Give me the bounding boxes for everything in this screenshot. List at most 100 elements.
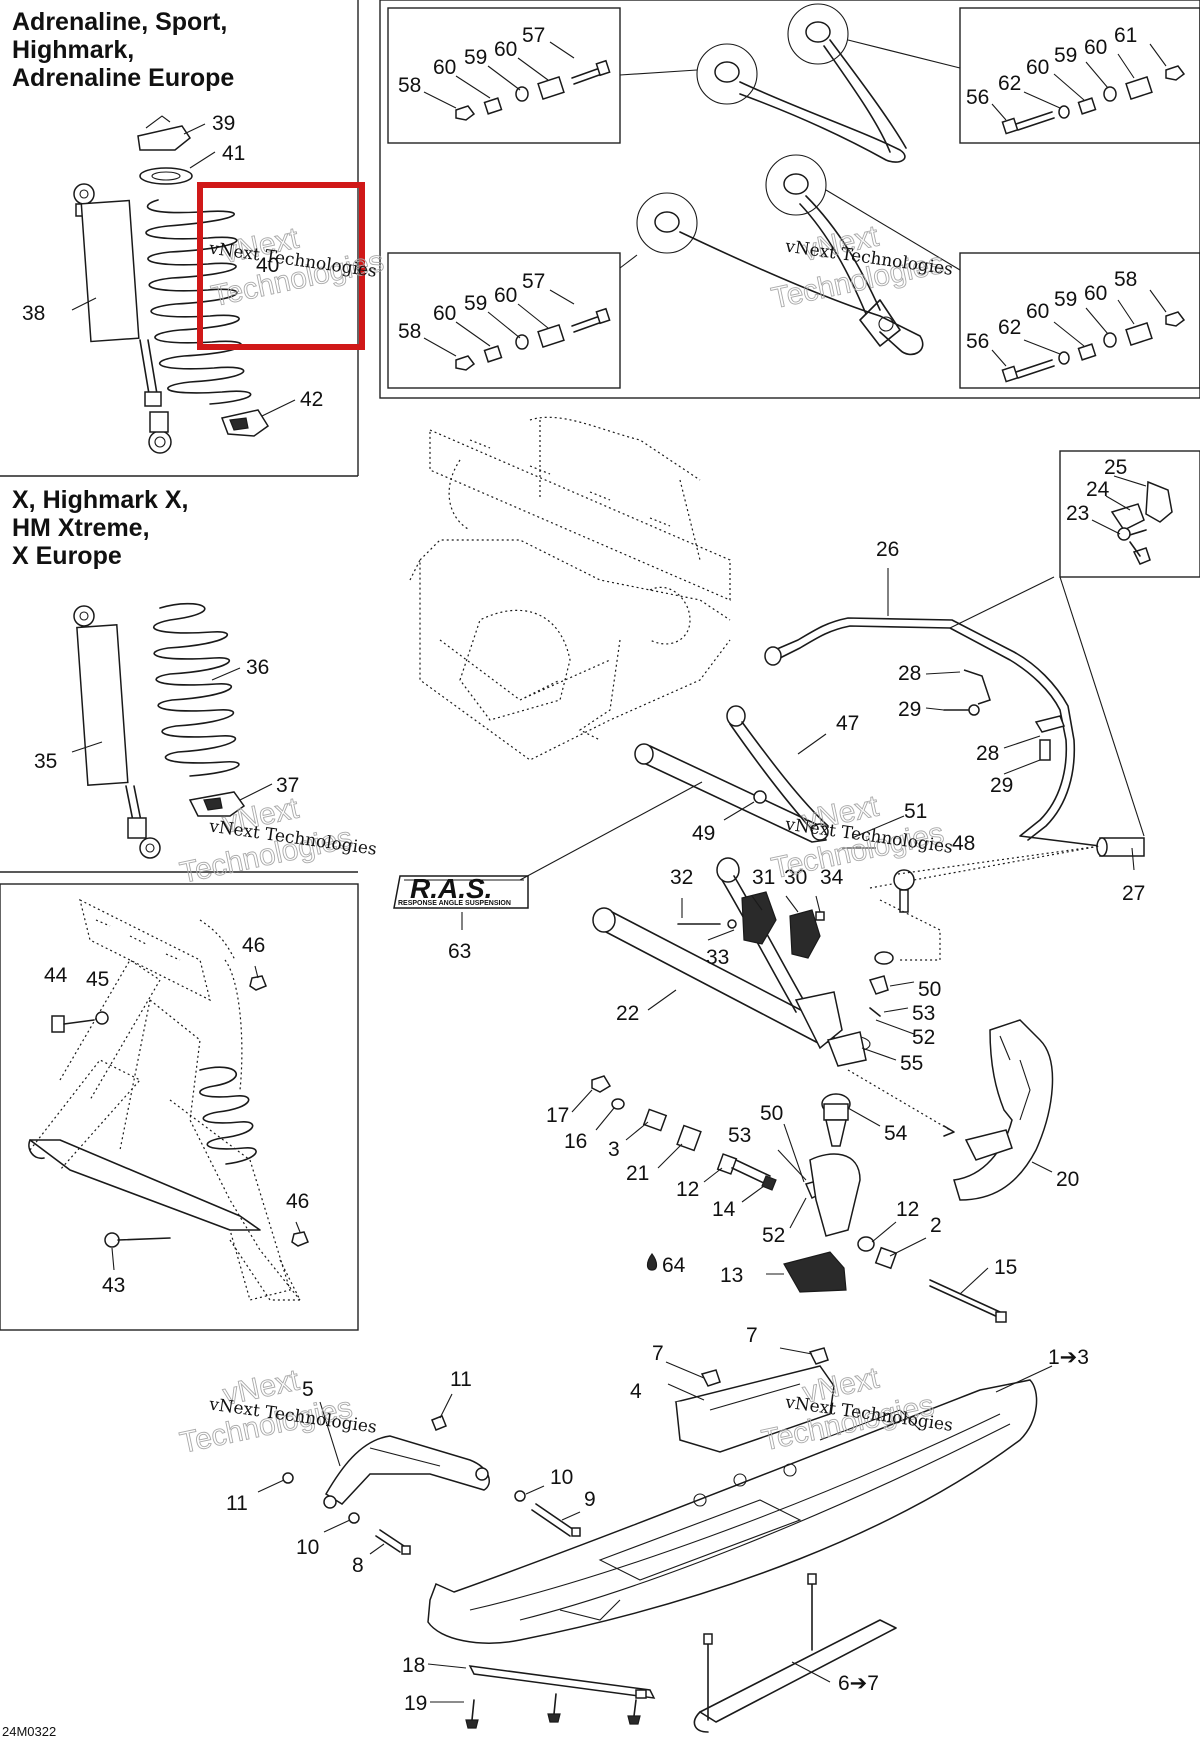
hardware-box-bottom-right	[1001, 311, 1186, 383]
bracket-23-24-25	[1110, 480, 1173, 565]
callout-tr-60-a: 60	[1026, 56, 1049, 79]
callout-43: 43	[102, 1274, 125, 1297]
callout-18: 18	[402, 1654, 425, 1677]
callout-24: 24	[1086, 478, 1110, 501]
callout-4: 4	[630, 1380, 642, 1403]
callout-tl-59: 59	[464, 46, 487, 69]
spring-stopper-42	[220, 409, 270, 437]
callout-52-a: 52	[912, 1026, 935, 1049]
spring-40	[145, 199, 252, 405]
callout-20: 20	[1056, 1168, 1079, 1191]
callout-36: 36	[246, 656, 269, 679]
callout-27: 27	[1122, 882, 1145, 905]
callout-br-60-b: 60	[1084, 282, 1107, 305]
pivot-leaders	[619, 39, 961, 271]
lower-arm-hardware	[861, 899, 941, 1061]
callout-47: 47	[836, 712, 859, 735]
callout-34: 34	[820, 866, 844, 889]
model-group-2-line-1: X, Highmark X,	[12, 486, 188, 514]
chassis-frame-dotted	[409, 416, 731, 761]
callout-30: 30	[784, 866, 807, 889]
callout-14: 14	[712, 1198, 736, 1221]
callout-16: 16	[564, 1130, 587, 1153]
ski-leg-20	[847, 1019, 1054, 1201]
callout-bl-60-b: 60	[494, 284, 517, 307]
callout-11-a: 11	[450, 1368, 472, 1391]
callout-10-b: 10	[296, 1536, 319, 1559]
hardware-box-top-left	[455, 59, 611, 121]
callout-53-a: 53	[912, 1002, 935, 1025]
callout-26: 26	[876, 538, 899, 561]
bolt-44	[51, 1015, 95, 1033]
callout-12-b: 12	[896, 1198, 919, 1221]
callout-49: 49	[692, 822, 715, 845]
callout-tl-60-a: 60	[433, 56, 456, 79]
drawing-code: 24M0322	[2, 1724, 56, 1739]
callout-tr-62: 62	[998, 72, 1021, 95]
ball-joint-48	[893, 845, 1101, 913]
callout-br-59: 59	[1054, 288, 1077, 311]
callout-50-a: 50	[918, 978, 941, 1001]
callout-12-a: 12	[676, 1178, 699, 1201]
hardware-box-bottom-left	[455, 307, 611, 371]
callout-15: 15	[994, 1256, 1017, 1279]
handle-hardware	[282, 1415, 581, 1555]
ski-leaders	[257, 1347, 1053, 1703]
callout-42: 42	[300, 388, 323, 411]
screws-19	[465, 1693, 641, 1729]
callout-25: 25	[1104, 456, 1127, 479]
callout-tl-57: 57	[522, 24, 545, 47]
highlight-box	[197, 182, 365, 350]
callout-1-3: 1➔3	[1048, 1346, 1089, 1369]
callout-64: 64	[662, 1254, 686, 1277]
callout-22: 22	[616, 1002, 639, 1025]
callout-tr-60-b: 60	[1084, 36, 1107, 59]
callout-45: 45	[86, 968, 109, 991]
callout-21: 21	[626, 1162, 649, 1185]
model-group-2-line-2: HM Xtreme,	[12, 514, 150, 542]
ski-wear-bar-18	[468, 1665, 656, 1699]
model-group-1-line-1: Adrenaline, Sport,	[12, 8, 227, 36]
retainer-41	[139, 167, 193, 185]
callout-38: 38	[22, 302, 45, 325]
lower-a-arm-22	[592, 857, 871, 1067]
callout-28-a: 28	[898, 662, 921, 685]
callout-2: 2	[930, 1214, 942, 1237]
bushings-30-31	[677, 891, 825, 959]
hardware-box-top-right	[1001, 65, 1186, 135]
callout-37: 37	[276, 774, 299, 797]
sway-bar-26	[764, 617, 1145, 857]
callout-29-b: 29	[990, 774, 1013, 797]
callout-50-b: 50	[760, 1102, 783, 1125]
callout-40: 40	[256, 254, 279, 277]
callout-br-60-a: 60	[1026, 300, 1049, 323]
spring-stopper-37	[188, 791, 246, 817]
model-group-heading-1: Adrenaline, Sport, Highmark, Adrenaline …	[12, 8, 234, 92]
callout-10-a: 10	[550, 1466, 573, 1489]
ski-saddle-4	[674, 1347, 836, 1453]
callout-41: 41	[222, 142, 245, 165]
callout-8: 8	[352, 1554, 364, 1577]
spring-seat-39	[137, 115, 192, 151]
model-group-heading-2: X, Highmark X, HM Xtreme, X Europe	[12, 486, 188, 570]
callout-48: 48	[952, 832, 975, 855]
model-group-1-line-3: Adrenaline Europe	[12, 64, 234, 92]
callout-bl-57: 57	[522, 270, 545, 293]
callout-52-b: 52	[762, 1224, 785, 1247]
ski-handle-5	[323, 1435, 490, 1509]
washer-45	[95, 1011, 109, 1025]
callout-33: 33	[706, 946, 729, 969]
callout-tl-60-b: 60	[494, 38, 517, 61]
callout-5: 5	[302, 1378, 314, 1401]
ski-body	[427, 1379, 1038, 1644]
suspension-assembly-view	[28, 898, 301, 1301]
callout-tr-56: 56	[966, 86, 989, 109]
leaders-bottom-left	[111, 965, 301, 1271]
callout-br-58: 58	[1114, 268, 1137, 291]
callout-tr-61: 61	[1114, 24, 1137, 47]
spindle-leaders	[571, 1089, 989, 1295]
callout-51: 51	[904, 800, 927, 823]
callout-tr-59: 59	[1054, 44, 1077, 67]
callout-39: 39	[212, 112, 235, 135]
